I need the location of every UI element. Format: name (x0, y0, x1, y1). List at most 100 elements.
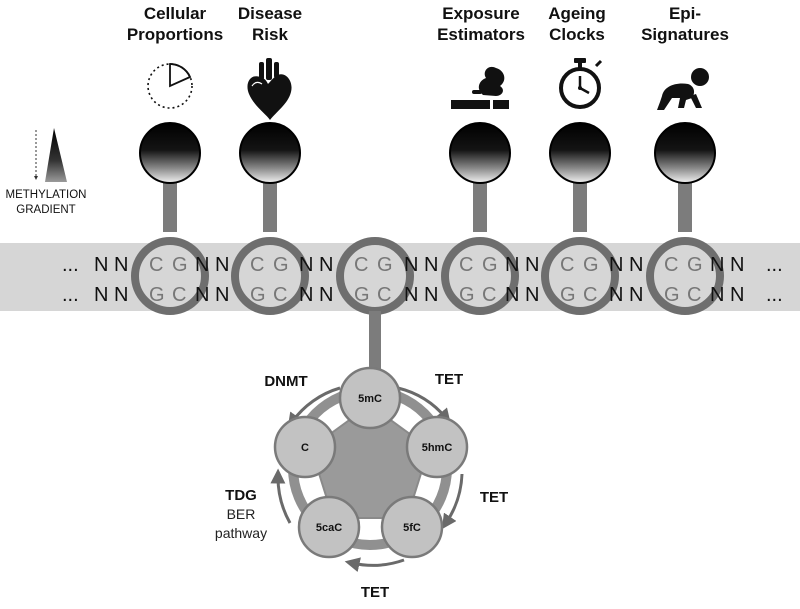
methyl-ball (654, 122, 716, 184)
title-disease-line2: Risk (252, 25, 288, 44)
dna-bottom-g: G (149, 284, 165, 306)
label-tet-3: TET (361, 584, 389, 601)
cycle-stem (369, 311, 381, 377)
dna-bottom-start-ellipsis: ... (62, 284, 79, 306)
cpg-ring (231, 237, 309, 315)
dna-bottom-c: C (687, 284, 701, 306)
title-exposure-line2: Estimators (437, 25, 525, 44)
dna-top-g: G (583, 254, 599, 276)
dna-bottom-c: C (583, 284, 597, 306)
label-tet-2: TET (480, 489, 508, 506)
dna-bottom-end-ellipsis: ... (766, 284, 783, 306)
pie-chart-icon (147, 63, 193, 109)
dna-top-c: C (149, 254, 163, 276)
dna-bottom-c: C (172, 284, 186, 306)
title-ageing-line1: Ageing (548, 4, 606, 23)
node-5fc-label: 5fC (403, 522, 421, 534)
dna-top-flank: N N (94, 254, 128, 276)
label-ber-line2: pathway (215, 525, 267, 541)
crawling-baby-icon (657, 68, 709, 110)
dna-top-g: G (273, 254, 289, 276)
dna-top-c: C (250, 254, 264, 276)
cpg-ring (131, 237, 209, 315)
arrow-tet-1 (397, 386, 451, 424)
node-5mc: 5mC (338, 366, 402, 430)
dna-bottom-flank: N N (94, 284, 128, 306)
dna-top-c: C (560, 254, 574, 276)
heart-icon (247, 58, 292, 120)
dna-top-end-ellipsis: ... (766, 254, 783, 276)
category-titles: Cellular Proportions Disease Risk Exposu… (127, 4, 729, 44)
dna-top-g: G (377, 254, 393, 276)
node-c-label: C (301, 442, 309, 454)
dna-top-g: G (172, 254, 188, 276)
dna-bottom-c: C (273, 284, 287, 306)
dna-bottom-flank: N N (609, 284, 643, 306)
dna-top-g: G (687, 254, 703, 276)
node-5mc-label: 5mC (358, 393, 382, 405)
node-5cac: 5caC (297, 495, 361, 559)
dna-top-c: C (354, 254, 368, 276)
arrow-tet-3 (344, 557, 405, 572)
dna-bottom-flank: N N (404, 284, 438, 306)
dna-bottom-g: G (250, 284, 266, 306)
methyl-ball (449, 122, 511, 184)
dna-top-c: C (664, 254, 678, 276)
cigarette-icon (451, 66, 509, 109)
dna-bottom-g: G (560, 284, 576, 306)
node-5cac-label: 5caC (316, 522, 342, 534)
cpg-ring (541, 237, 619, 315)
dna-bottom-g: G (664, 284, 680, 306)
title-cellular-line2: Proportions (127, 25, 223, 44)
dna-top-flank: N N (505, 254, 539, 276)
dna-bottom-c: C (377, 284, 391, 306)
dna-top-g: G (482, 254, 498, 276)
title-exposure-line1: Exposure (442, 4, 519, 23)
node-5hmc: 5hmC (405, 415, 469, 479)
dna-top-start-ellipsis: ... (62, 254, 79, 276)
dna-bottom-flank: N N (195, 284, 229, 306)
gradient-label-line1: METHYLATION (6, 189, 87, 201)
title-cellular-line1: Cellular (144, 4, 207, 23)
dna-top-flank: N N (195, 254, 229, 276)
dna-bottom-g: G (354, 284, 370, 306)
title-disease-line1: Disease (238, 4, 302, 23)
dna-bottom-flank: N N (299, 284, 333, 306)
arrow-tdg (270, 468, 292, 524)
dna-top-flank: N N (609, 254, 643, 276)
title-epi-line1: Epi- (669, 4, 701, 23)
label-tet-1: TET (435, 371, 463, 388)
dna-top-flank: N N (404, 254, 438, 276)
methyl-stems (163, 180, 692, 232)
dna-bottom-flank: N N (505, 284, 539, 306)
gradient-label-line2: GRADIENT (16, 204, 75, 216)
dna-top-flank: N N (710, 254, 744, 276)
methyl-ball (139, 122, 201, 184)
dna-sequence: ... ... N N N N C G G C N N N N C G G C … (62, 254, 783, 306)
stopwatch-icon (559, 58, 603, 109)
methyl-ball (239, 122, 301, 184)
dna-bottom-flank: N N (710, 284, 744, 306)
title-ageing-line2: Clocks (549, 25, 605, 44)
label-dnmt: DNMT (264, 373, 307, 390)
methylation-cycle: 5mC 5hmC 5fC 5caC C DNMT TET TET TET TDG… (215, 366, 508, 601)
dna-bottom-g: G (459, 284, 475, 306)
cpg-ring (441, 237, 519, 315)
methyl-balls (139, 122, 716, 184)
cpg-rings (131, 237, 724, 315)
dna-top-flank: N N (299, 254, 333, 276)
methyl-ball (549, 122, 611, 184)
node-5fc: 5fC (380, 495, 444, 559)
cpg-ring (646, 237, 724, 315)
node-c: C (273, 415, 337, 479)
node-5hmc-label: 5hmC (422, 442, 453, 454)
label-ber-line1: BER (227, 506, 256, 522)
label-tdg: TDG (225, 487, 257, 504)
methylation-gradient-legend: METHYLATION GRADIENT (6, 128, 87, 216)
arrow-tet-2 (441, 473, 464, 530)
gradient-triangle-icon (45, 128, 67, 182)
dna-bottom-c: C (482, 284, 496, 306)
title-epi-line2: Signatures (641, 25, 729, 44)
dna-top-c: C (459, 254, 473, 276)
